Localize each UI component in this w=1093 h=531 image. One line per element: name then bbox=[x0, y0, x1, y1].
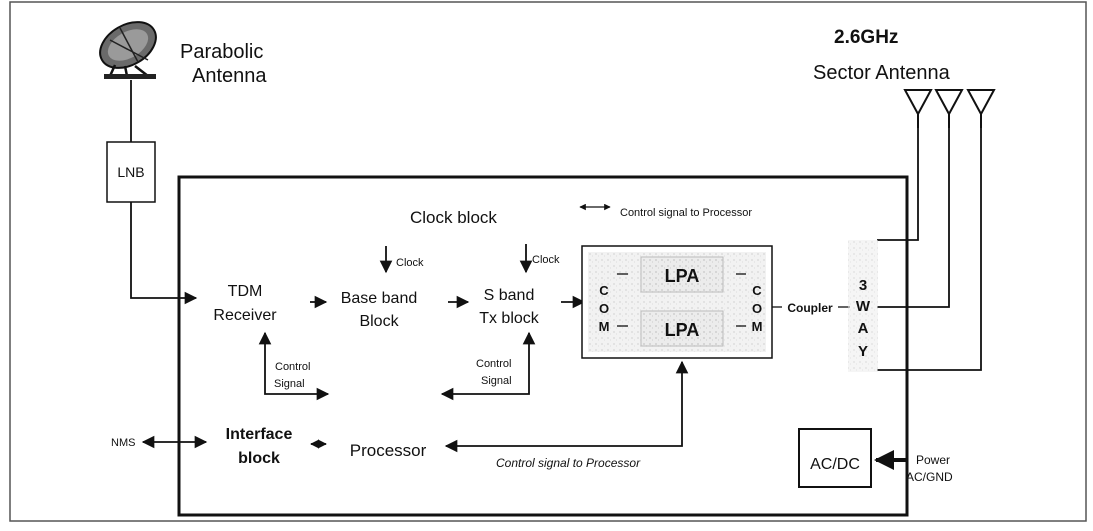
com-left-o: O bbox=[599, 301, 609, 316]
com-right-m: M bbox=[752, 319, 763, 334]
three-way-a: A bbox=[858, 320, 869, 337]
baseband-label-1: Base band bbox=[341, 290, 418, 307]
interface-block-label-2: block bbox=[238, 450, 280, 467]
clock-block-label: Clock block bbox=[410, 208, 497, 227]
processor-label: Processor bbox=[350, 441, 427, 460]
control-to-processor-top: Control signal to Processor bbox=[620, 207, 752, 219]
acdc-label: AC/DC bbox=[810, 456, 860, 473]
three-way-y: Y bbox=[858, 343, 868, 360]
power-label-1: Power bbox=[916, 453, 950, 467]
sector-antenna-label: Sector Antenna bbox=[813, 62, 951, 84]
control-signal-2-label-2: Signal bbox=[481, 375, 512, 387]
nms-label: NMS bbox=[111, 437, 135, 449]
parabolic-antenna-icon bbox=[92, 13, 164, 79]
lpa-1-label: LPA bbox=[665, 266, 700, 286]
control-signal-1-label-1: Control bbox=[275, 361, 310, 373]
com-right-o: O bbox=[752, 301, 762, 316]
coupler-label: Coupler bbox=[787, 301, 833, 315]
parabolic-antenna-label-2: Antenna bbox=[192, 65, 267, 87]
control-signal-1-label-2: Signal bbox=[274, 378, 305, 390]
sband-label-2: Tx block bbox=[479, 310, 540, 327]
lnb-label: LNB bbox=[117, 164, 144, 180]
com-left-m: M bbox=[599, 319, 610, 334]
clock-label-2: Clock bbox=[532, 254, 560, 266]
three-way-w: W bbox=[856, 298, 871, 315]
interface-block-label-1: Interface bbox=[226, 426, 293, 443]
baseband-label-2: Block bbox=[359, 313, 399, 330]
control-to-processor-bottom: Control signal to Processor bbox=[496, 456, 641, 470]
control-signal-2-label-1: Control bbox=[476, 358, 511, 370]
tdm-receiver-label-1: TDM bbox=[228, 283, 263, 300]
clock-label-1: Clock bbox=[396, 257, 424, 269]
power-label-2: AC/GND bbox=[906, 470, 953, 484]
sector-antenna-freq: 2.6GHz bbox=[834, 27, 898, 48]
sband-label-1: S band bbox=[484, 287, 535, 304]
com-right-c: C bbox=[752, 283, 762, 298]
parabolic-antenna-label-1: Parabolic bbox=[180, 41, 263, 63]
com-left-c: C bbox=[599, 283, 609, 298]
sector-antenna-icon bbox=[905, 90, 994, 128]
three-way-3: 3 bbox=[859, 277, 867, 294]
tdm-receiver-label-2: Receiver bbox=[213, 307, 277, 324]
lpa-2-label: LPA bbox=[665, 320, 700, 340]
